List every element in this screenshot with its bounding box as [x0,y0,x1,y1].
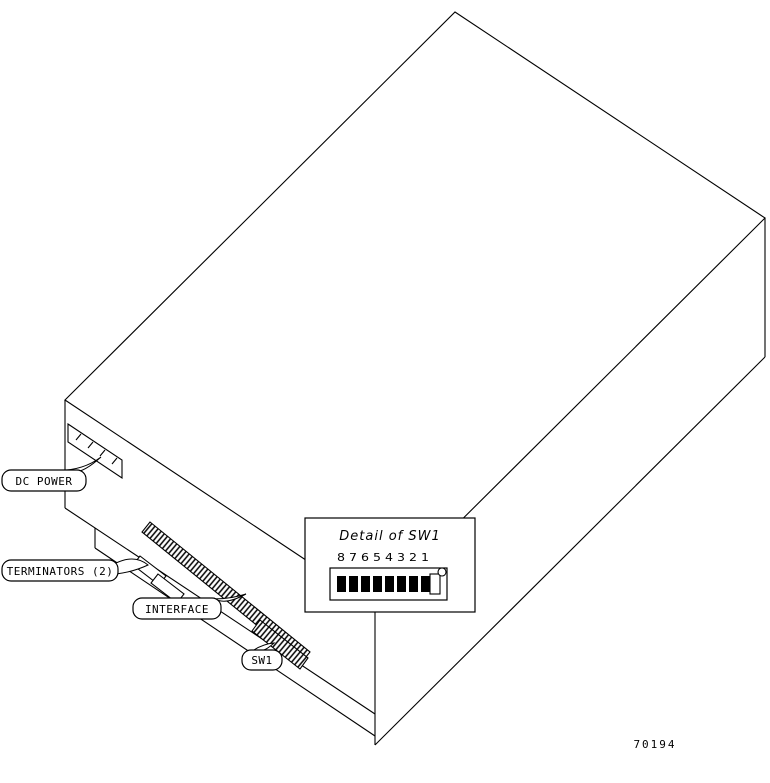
dip-switch-open-position [429,573,441,595]
enclosure-front-lip-lower [94,547,376,737]
dip-rocker-7 [349,576,358,592]
figure-number: 70194 [633,738,676,751]
callout-interface: INTERFACE [132,597,222,620]
dip-rocker-1 [421,576,430,592]
sw1-label-box [241,649,283,671]
enclosure-bottom-right-edge [374,356,766,746]
callout-labels: DC POWER TERMINATORS (2) INTERFACE SW1 [1,469,283,671]
sw1-detail-inset: Detail of SW1 8 7 6 5 4 3 2 1 [304,517,476,613]
callout-sw1: SW1 [241,649,283,671]
sw1-position-numbers: 8 7 6 5 4 3 2 1 [337,551,429,564]
terminators-leader [115,558,149,575]
dip-rocker-3 [397,576,406,592]
dip-rocker-4 [385,576,394,592]
dip-rocker-2 [409,576,418,592]
enclosure-top-face [64,11,766,607]
dip-switch-index-dot [437,567,447,577]
interface-label: INTERFACE [145,603,209,616]
sw1-switch-block [251,619,309,670]
dc-power-connector [67,422,123,480]
dc-power-connector-pins [75,433,118,465]
dc-power-label: DC POWER [16,475,73,488]
dc-power-label-box [1,469,87,492]
terminators-label: TERMINATORS (2) [7,565,114,578]
enclosure-outline [64,11,766,746]
dip-switch-rockers [337,576,430,592]
dip-rocker-6 [361,576,370,592]
dip-switch-graphic [329,567,448,601]
callout-terminators: TERMINATORS (2) [1,559,119,582]
interface-label-box [132,597,222,620]
sw1-label: SW1 [251,654,272,667]
dc-power-connector-body [67,422,123,480]
terminators-label-box [1,559,119,582]
dip-rocker-5 [373,576,382,592]
sw1-detail-title: Detail of SW1 [339,529,440,544]
dip-rocker-8 [337,576,346,592]
callout-dc-power: DC POWER [1,469,87,492]
